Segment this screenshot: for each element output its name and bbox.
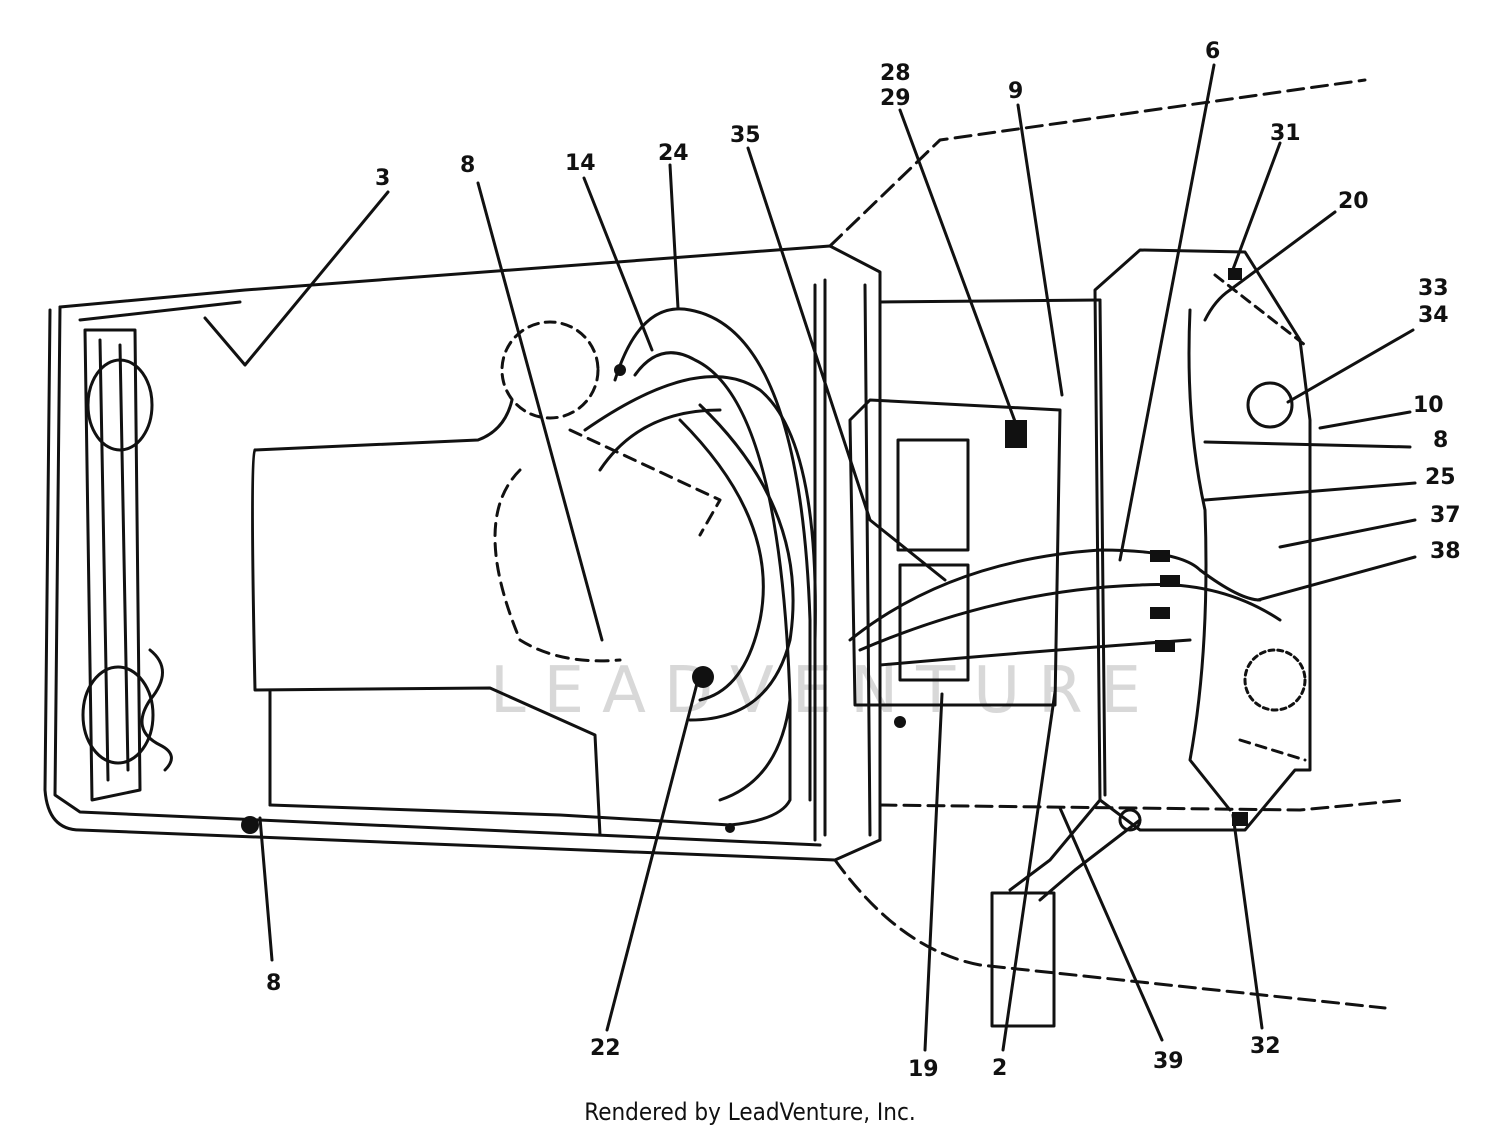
callout-8-bottom: 8 [266,971,281,996]
callout-14: 14 [565,151,596,176]
callout-19: 19 [908,1057,939,1082]
callout-24: 24 [658,141,689,166]
callout-20: 20 [1338,189,1369,214]
callout-8-top: 8 [460,153,475,178]
diagram-linework [43,63,1417,1052]
callout-9: 9 [1008,79,1023,104]
callout-2: 2 [992,1056,1007,1081]
callout-32: 32 [1250,1034,1281,1059]
callout-34: 34 [1418,303,1449,328]
callout-10: 10 [1413,393,1444,418]
callout-38: 38 [1430,539,1461,564]
callout-25: 25 [1425,465,1456,490]
callout-labels: 3 8 14 24 35 28 29 9 6 31 20 33 34 10 8 … [266,39,1461,1082]
callout-35: 35 [730,123,761,148]
callout-3: 3 [375,166,390,191]
connector-marks [241,268,1248,834]
callout-31: 31 [1270,121,1301,146]
callout-6: 6 [1205,39,1220,64]
callout-22: 22 [590,1036,621,1061]
callout-8-right: 8 [1433,428,1448,453]
footer-credit: Rendered by LeadVenture, Inc. [584,1098,916,1126]
callout-37: 37 [1430,503,1461,528]
callout-39: 39 [1153,1049,1184,1074]
callout-29: 29 [880,86,911,111]
callout-33: 33 [1418,276,1449,301]
callout-28: 28 [880,61,911,86]
